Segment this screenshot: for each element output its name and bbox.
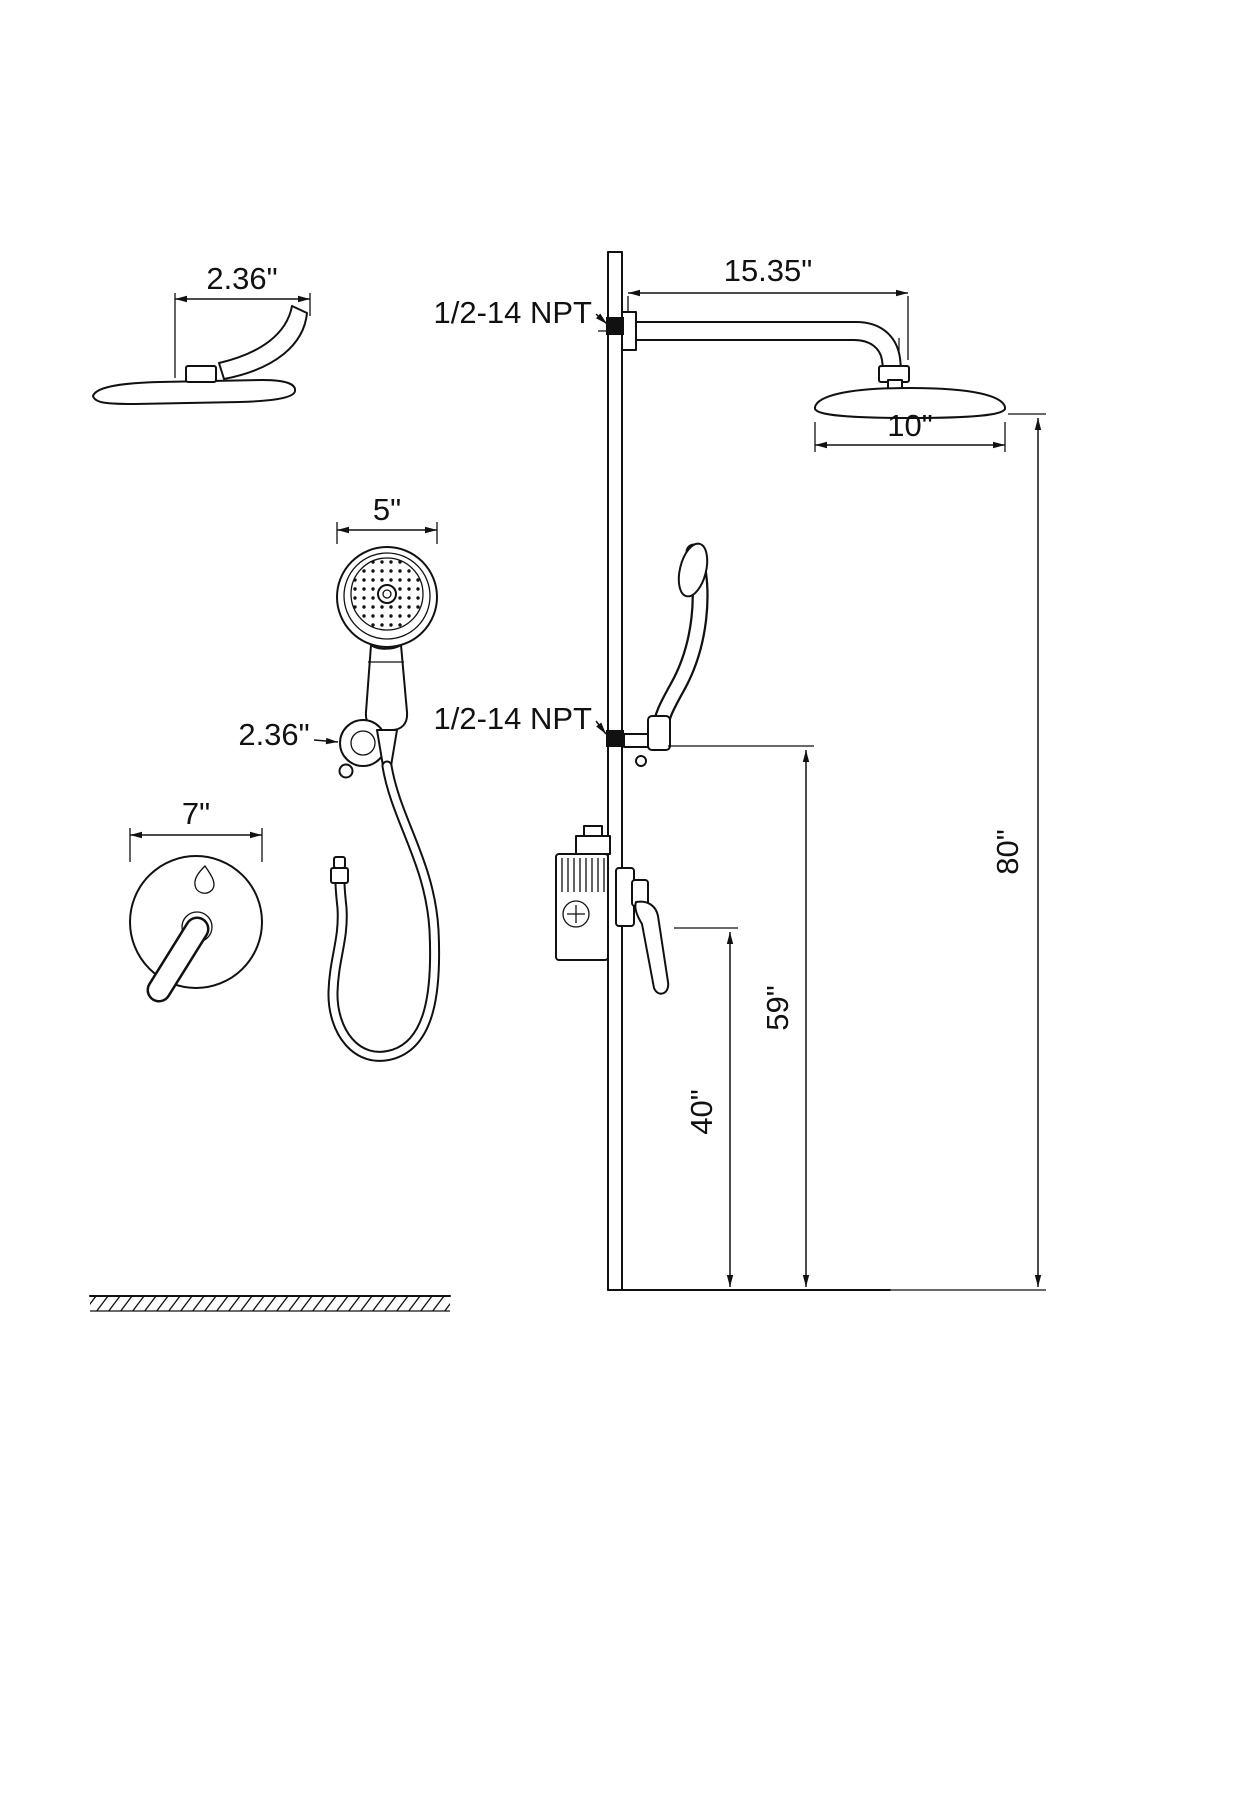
shower-arm-side-view	[598, 311, 910, 392]
dim-label-hand-bracket-offset: 2.36"	[238, 717, 309, 752]
valve-lever-handle	[634, 900, 670, 995]
dimension-trim-diameter: 7"	[129, 796, 263, 862]
dim-label-hand-diameter: 5"	[373, 492, 401, 527]
npt-top-label: 1/2-14 NPT	[433, 295, 592, 330]
handheld-holder-side-view	[606, 542, 709, 767]
npt-connection-top	[606, 317, 624, 335]
dimension-head-side-offset: 2.36"	[174, 261, 311, 378]
handheld-head-profile	[677, 542, 709, 598]
dim-label-trim-diameter: 7"	[182, 796, 210, 831]
handheld-shower-front-view	[327, 546, 441, 1062]
dimension-head-diameter: 10"	[814, 408, 1006, 452]
dim-label-arm-length: 15.35"	[724, 253, 813, 288]
dimension-hand-bracket-offset: 2.36"	[238, 717, 339, 752]
holder-cup	[647, 715, 671, 751]
npt-top-callout: 1/2-14 NPT	[433, 295, 608, 330]
floor-hatch-left	[89, 1295, 451, 1312]
npt-hand-callout: 1/2-14 NPT	[433, 701, 607, 736]
wall-section	[607, 251, 623, 1291]
dim-label-head-diameter: 10"	[887, 408, 933, 443]
handheld-handle	[364, 644, 409, 731]
dimension-height-hand: 59"	[668, 745, 814, 1287]
diverter-drop-icon	[194, 864, 215, 894]
dim-label-head-side-offset: 2.36"	[206, 261, 277, 296]
mixer-trim-front-view	[129, 855, 263, 1003]
hose	[327, 760, 441, 1062]
mixer-valve-side-view	[555, 825, 670, 995]
npt-connection-hand	[606, 730, 624, 747]
dim-label-height-hand: 59"	[760, 985, 795, 1031]
dimension-arm-length: 15.35"	[627, 253, 909, 360]
rain-head-side-view	[92, 305, 308, 405]
npt-hand-label: 1/2-14 NPT	[433, 701, 592, 736]
rain-head-profile-side-view	[814, 387, 1006, 419]
dim-label-height-valve: 40"	[684, 1089, 719, 1135]
dimension-hand-diameter: 5"	[336, 492, 438, 544]
dimension-height-head: 80"	[990, 413, 1046, 1287]
dim-label-height-head: 80"	[990, 829, 1025, 875]
dimension-height-valve: 40"	[674, 927, 738, 1287]
